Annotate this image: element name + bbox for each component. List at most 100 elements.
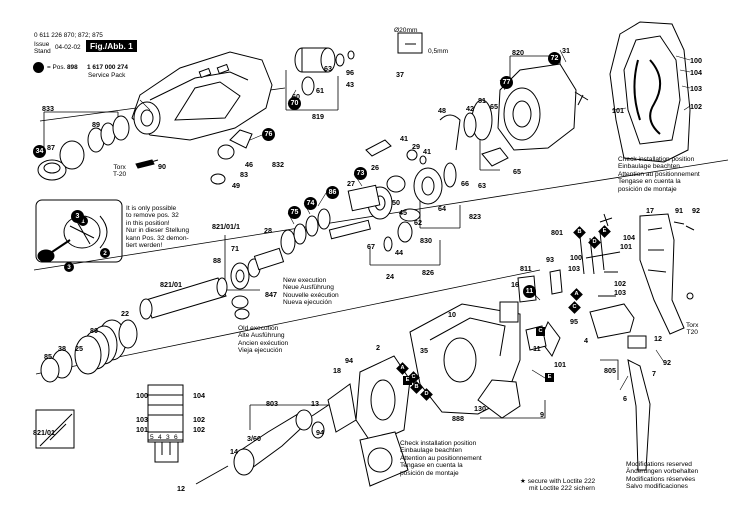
diameter-dimension: Ø20mm	[394, 27, 418, 34]
part-label: 49	[232, 181, 240, 190]
note-line: kann Pos. 32 demon-	[126, 234, 189, 242]
part-label: 88	[213, 256, 221, 265]
part-label: 102	[193, 425, 205, 434]
part-label: 18	[333, 366, 341, 375]
connection-letter: B	[414, 384, 419, 390]
note-line: posición de montaje	[400, 469, 459, 477]
part-label: 101	[620, 242, 632, 251]
note-line: T-20	[113, 171, 127, 179]
connection-diamond-icon: D	[420, 388, 433, 401]
part-label: 65	[513, 167, 521, 176]
switch-terminal: 5	[150, 434, 154, 441]
switch-terminal: 4	[158, 434, 162, 441]
connection-diamond-icon: A	[570, 288, 583, 301]
part-label: 803	[266, 399, 278, 408]
part-label: 100	[136, 391, 148, 400]
part-label: 80	[90, 326, 98, 335]
note-line: Modifications réservées	[626, 475, 696, 483]
service-pack-part-marker-icon: 75	[288, 206, 301, 219]
check-installation-note-top: Check installation position Einbaulage b…	[618, 156, 700, 193]
switch-terminal: 3	[166, 434, 170, 441]
part-label: 821/01/1	[212, 222, 240, 231]
part-label: 13	[311, 399, 319, 408]
part-label: 67	[367, 242, 375, 251]
old-execution-note: Old execution Alte Ausführung Ancien exé…	[238, 325, 288, 355]
part-label: 101	[612, 106, 624, 115]
part-label: 16	[511, 280, 519, 289]
connection-letter: E	[602, 228, 607, 234]
part-label: 104	[193, 391, 205, 400]
part-label: 85	[44, 352, 52, 361]
note-line: Nur in dieser Stellung	[126, 227, 190, 235]
note-line: Attention au positionnement	[400, 454, 482, 462]
part-label: 26	[371, 163, 379, 172]
part-label: 7	[652, 369, 656, 378]
note-line: Neue Ausführung	[283, 284, 334, 292]
part-label: 93	[546, 255, 554, 264]
part-label: 31	[562, 46, 570, 55]
part-label: 44	[395, 248, 403, 257]
connection-letter: D	[424, 391, 429, 397]
note-line: Vieja ejecución	[238, 347, 283, 355]
part-label: 821/01	[33, 428, 55, 437]
part-label: 12	[654, 334, 662, 343]
part-label: 29	[412, 142, 420, 151]
service-pack-part-marker-icon: 11	[523, 285, 536, 298]
issue-label: Issue	[34, 41, 50, 48]
part-label: 102	[614, 279, 626, 288]
part-label: 38	[58, 344, 66, 353]
part-label: 821/01	[160, 280, 182, 289]
part-label: 94	[345, 356, 353, 365]
connection-square-icon: C	[536, 327, 545, 336]
part-label: 102	[193, 415, 205, 424]
part-label: 66	[461, 179, 469, 188]
part-label: 92	[663, 358, 671, 367]
connection-diamond-icon: C	[568, 301, 581, 314]
connection-letter: D	[592, 239, 597, 245]
note-line: Änderungen vorbehalten	[626, 468, 699, 476]
new-execution-note: New execution Neue Ausführung Nouvelle e…	[283, 277, 339, 307]
part-label: 811	[520, 264, 532, 273]
note-line: posición de montaje	[618, 185, 677, 193]
part-label: 102	[690, 102, 702, 111]
service-pack-marker-icon	[33, 62, 44, 73]
connection-letter: C	[572, 304, 577, 310]
part-label: 805	[604, 366, 616, 375]
part-label: 35	[420, 346, 428, 355]
note-line: Nouvelle exécution	[283, 291, 339, 299]
part-number: 0 611 226 870; 872; 875	[34, 32, 103, 39]
part-label: 130	[474, 404, 486, 413]
part-label: 9	[540, 410, 544, 419]
service-pack-pos-text: = Pos.	[47, 64, 66, 71]
part-label: 48	[438, 106, 446, 115]
connection-diamond-icon: D	[588, 236, 601, 249]
part-label: 95	[570, 317, 578, 326]
note-line: to remove pos. 32	[126, 212, 179, 220]
issue-date: 04-02-02	[55, 44, 81, 51]
part-label: 4	[584, 336, 588, 345]
service-pack-part-marker-icon: 77	[500, 76, 513, 89]
part-label: 100	[690, 56, 702, 65]
part-label: 820	[512, 48, 524, 57]
step-number-3-icon: 3	[64, 262, 74, 272]
note-line: ★ secure with Loctite 222	[520, 478, 596, 485]
part-label: 6	[623, 394, 627, 403]
step-number-1-icon: 1	[78, 216, 88, 226]
part-label: 28	[264, 226, 272, 235]
part-label: 61	[316, 86, 324, 95]
part-label: 37	[396, 70, 404, 79]
part-label: 14	[230, 447, 238, 456]
part-label: 17	[646, 206, 654, 215]
part-label: 90	[158, 162, 166, 171]
part-label: 103	[614, 288, 626, 297]
part-label: 819	[312, 112, 324, 121]
part-label: 833	[42, 104, 54, 113]
service-pack-part-marker-icon: 70	[288, 97, 301, 110]
part-label: 103	[136, 415, 148, 424]
part-label: 888	[452, 414, 464, 423]
part-label: 801	[551, 228, 563, 237]
part-label: 24	[386, 272, 394, 281]
connection-square-icon: E	[403, 376, 412, 385]
part-label: 62	[414, 218, 422, 227]
